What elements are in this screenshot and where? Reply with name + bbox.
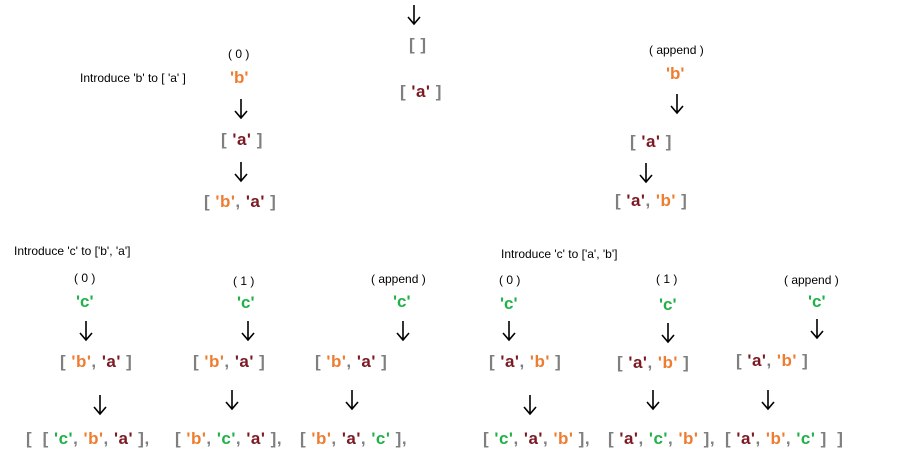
result-list-acb: [ 'a', 'c', 'b' ], <box>608 429 716 448</box>
list-ba: [ 'b', 'a' ] <box>193 352 266 371</box>
arrow-down-icon <box>224 389 240 411</box>
arrow-down-icon <box>78 320 94 342</box>
list-ab: [ 'a', 'b' ] <box>736 351 809 370</box>
arrow-down-icon <box>233 98 249 120</box>
position-1-label: ( 1 ) <box>233 274 255 288</box>
element-c: 'c' <box>76 292 94 311</box>
introduce-b-label: Introduce 'b' to [ 'a' ] <box>80 71 186 85</box>
append-label: ( append ) <box>784 273 839 287</box>
list-ba: [ 'b', 'a' ] <box>60 352 133 371</box>
list-ba: [ 'b', 'a' ] <box>315 352 388 371</box>
append-label: ( append ) <box>371 272 426 286</box>
arrow-down-icon <box>92 394 108 416</box>
position-0-label: ( 0 ) <box>74 271 96 285</box>
result-list-cba: [ [ 'c', 'b', 'a' ], <box>26 429 150 448</box>
list-a-left: [ 'a' ] <box>221 130 263 149</box>
arrow-down-icon <box>233 161 249 183</box>
element-b: 'b' <box>666 64 685 83</box>
arrow-down-icon <box>669 93 685 115</box>
introduce-c-ba-label: Introduce 'c' to ['b', 'a'] <box>14 244 131 258</box>
append-label: ( append ) <box>649 43 704 57</box>
list-a-root: [ 'a' ] <box>400 82 442 101</box>
list-a-right: [ 'a' ] <box>630 132 672 151</box>
arrow-down-icon <box>660 322 676 344</box>
arrow-down-icon <box>638 162 654 184</box>
arrow-down-icon <box>406 4 422 26</box>
arrow-down-icon <box>645 389 661 411</box>
arrow-down-icon <box>395 320 411 342</box>
arrow-down-icon <box>240 320 256 342</box>
arrow-down-icon <box>760 389 776 411</box>
element-c: 'c' <box>237 293 255 312</box>
element-c: 'c' <box>808 292 826 311</box>
list-ab: [ 'a', 'b' ] <box>615 191 688 210</box>
list-ba: [ 'b', 'a' ] <box>204 192 277 211</box>
list-ab: [ 'a', 'b' ] <box>617 353 690 372</box>
element-c: 'c' <box>393 292 411 311</box>
list-ab: [ 'a', 'b' ] <box>489 352 562 371</box>
element-c: 'c' <box>500 294 518 313</box>
arrow-down-icon <box>809 318 825 340</box>
result-list-cab: [ 'c', 'a', 'b' ], <box>483 429 591 448</box>
position-0-label: ( 0 ) <box>499 273 521 287</box>
element-c: 'c' <box>659 295 677 314</box>
result-list-bac: [ 'b', 'a', 'c' ], <box>300 429 408 448</box>
result-list-abc: [ 'a', 'b', 'c' ] ] <box>725 429 844 448</box>
position-1-label: ( 1 ) <box>656 272 678 286</box>
introduce-c-ab-label: Introduce 'c' to ['a', 'b'] <box>501 247 618 261</box>
arrow-down-icon <box>522 394 538 416</box>
arrow-down-icon <box>501 320 517 342</box>
result-list-bca: [ 'b', 'c', 'a' ], <box>175 429 283 448</box>
arrow-down-icon <box>344 389 360 411</box>
element-b: 'b' <box>230 68 249 87</box>
position-0-label: ( 0 ) <box>228 47 250 61</box>
empty-list: [ ] <box>409 35 427 54</box>
